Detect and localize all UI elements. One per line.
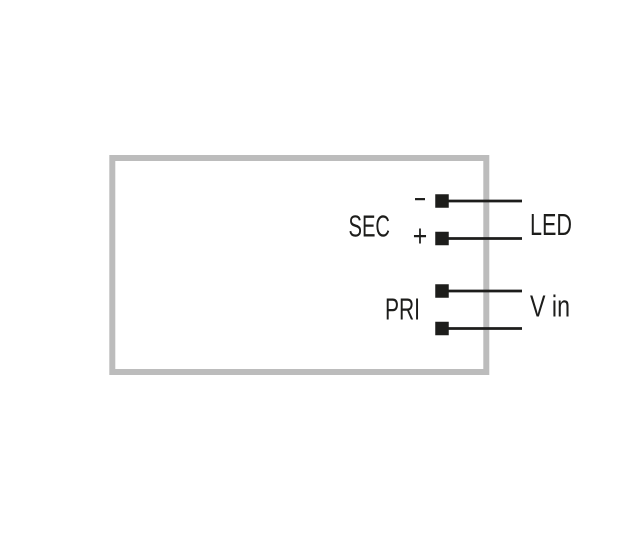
led-output-label: LED xyxy=(530,207,572,242)
pri-label: PRI xyxy=(385,292,420,327)
primary-terminal-group: PRI V in xyxy=(385,284,570,336)
sec-label: SEC xyxy=(349,209,391,244)
v-in-input-label: V in xyxy=(530,289,570,324)
pri-terminal-top xyxy=(435,284,449,298)
minus-polarity-label: − xyxy=(414,182,426,217)
secondary-terminal-group: SEC − + LED xyxy=(349,182,573,254)
sec-minus-terminal xyxy=(435,194,449,208)
driver-body-outline xyxy=(109,155,490,375)
pri-terminal-bottom xyxy=(435,321,449,336)
plus-polarity-label: + xyxy=(413,218,428,253)
sec-plus-terminal xyxy=(435,231,449,246)
